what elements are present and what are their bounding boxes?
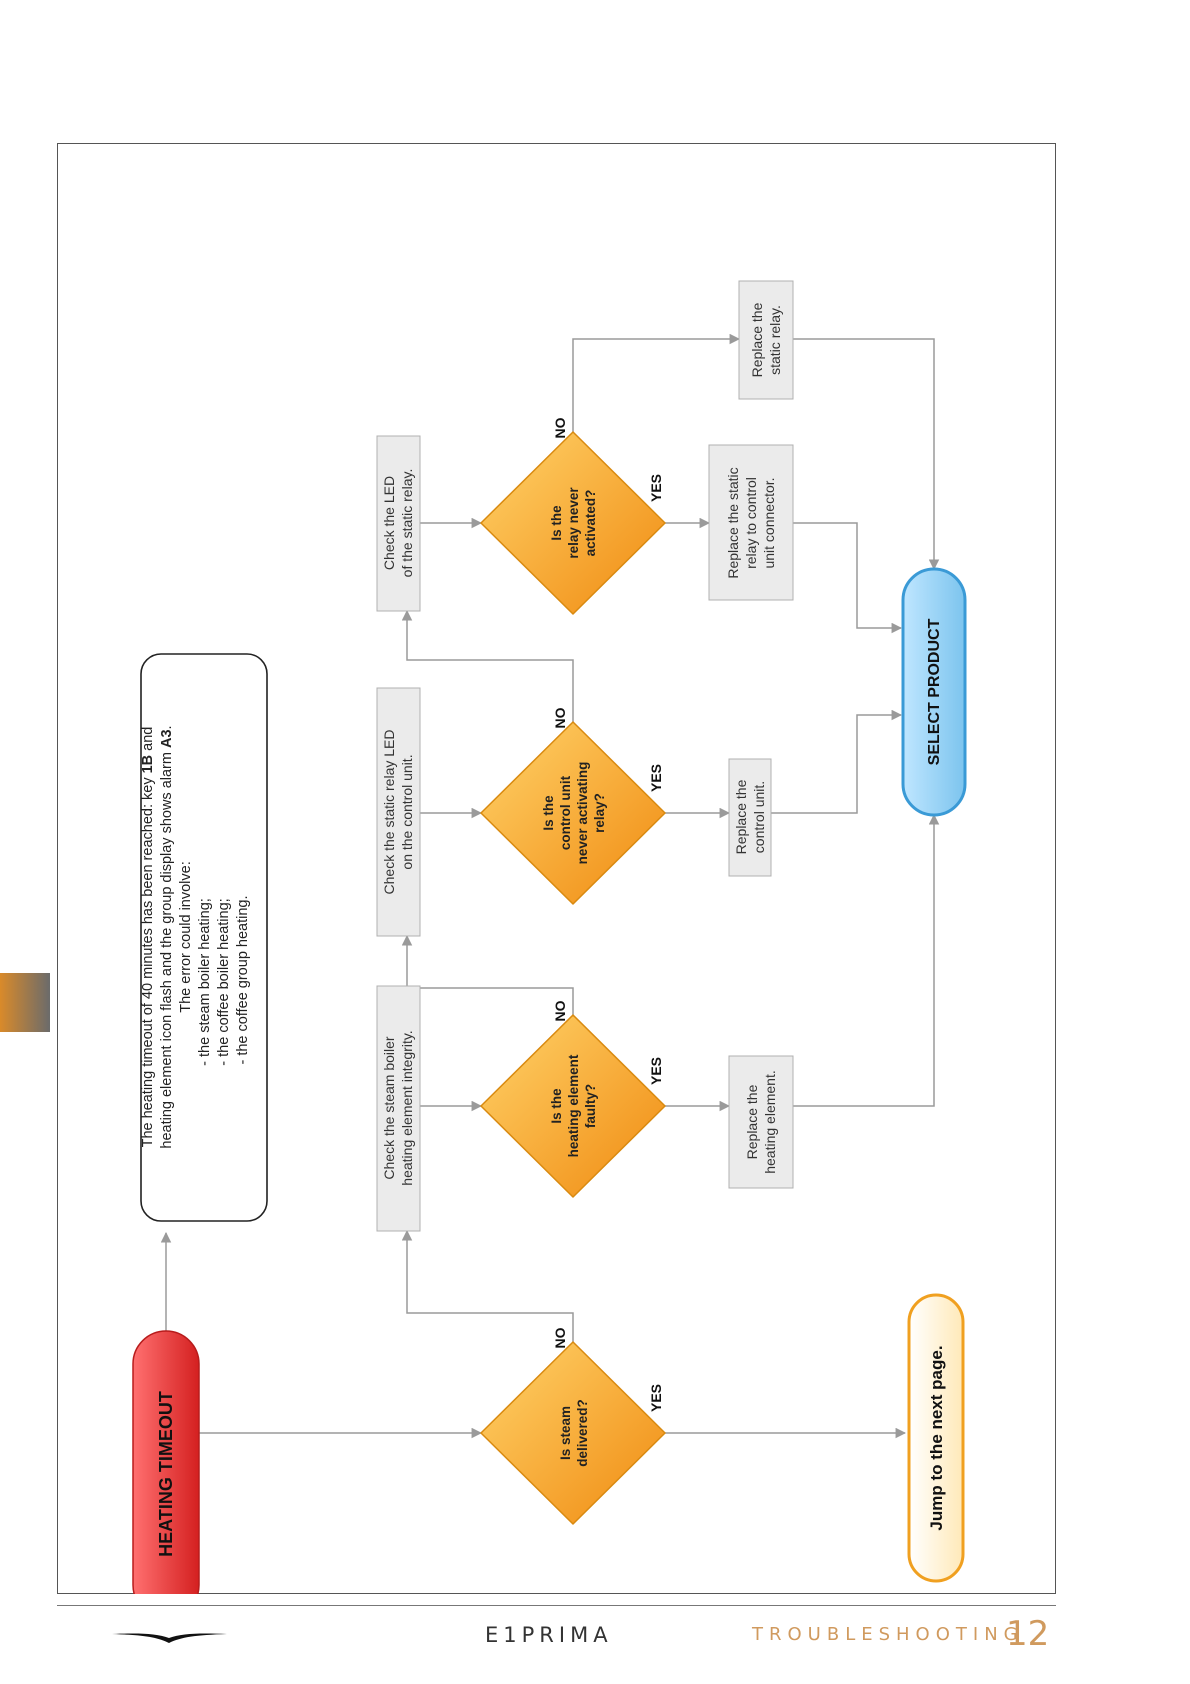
brand-logo (112, 1633, 227, 1643)
jump-next-page-terminator (907, 1293, 965, 1583)
action-box-replace-heating-element (728, 1055, 794, 1189)
info-text: The heating timeout of 40 minutes has be… (140, 721, 251, 1148)
select-product-label: SELECT PRODUCT (926, 618, 943, 765)
check-box-heating-element (376, 985, 421, 1232)
jump-next-page-label: Jump to the next page. (927, 1345, 946, 1530)
brand-name: E1PRIMA (485, 1623, 613, 1647)
no-label: NO (552, 1327, 568, 1348)
no-label: NO (552, 1000, 568, 1021)
yes-label: YES (648, 764, 664, 792)
action-box-replace-connector (708, 444, 794, 601)
diagram-frame (57, 143, 1056, 1594)
info-box (140, 653, 268, 1222)
footer-divider (57, 1605, 1056, 1606)
action-box-replace-static-relay (738, 280, 794, 400)
no-label: NO (552, 417, 568, 438)
yes-label: YES (648, 1384, 664, 1412)
section-tab (0, 973, 50, 1032)
yes-label: YES (648, 474, 664, 502)
page-number: 12 (1006, 1614, 1050, 1654)
section-title: TROUBLESHOOTING (752, 1624, 1024, 1645)
select-product-terminator (901, 567, 967, 817)
check-box-static-relay-led (376, 435, 421, 612)
flowchart: HEATING TIMEOUT The heating timeout of 4… (132, 280, 967, 1594)
start-label: HEATING TIMEOUT (156, 1391, 176, 1557)
check-box-control-unit-led (376, 687, 421, 937)
no-label: NO (552, 707, 568, 728)
start-terminator (132, 1330, 200, 1594)
yes-label: YES (648, 1057, 664, 1085)
action-box-replace-control-unit (728, 758, 772, 877)
